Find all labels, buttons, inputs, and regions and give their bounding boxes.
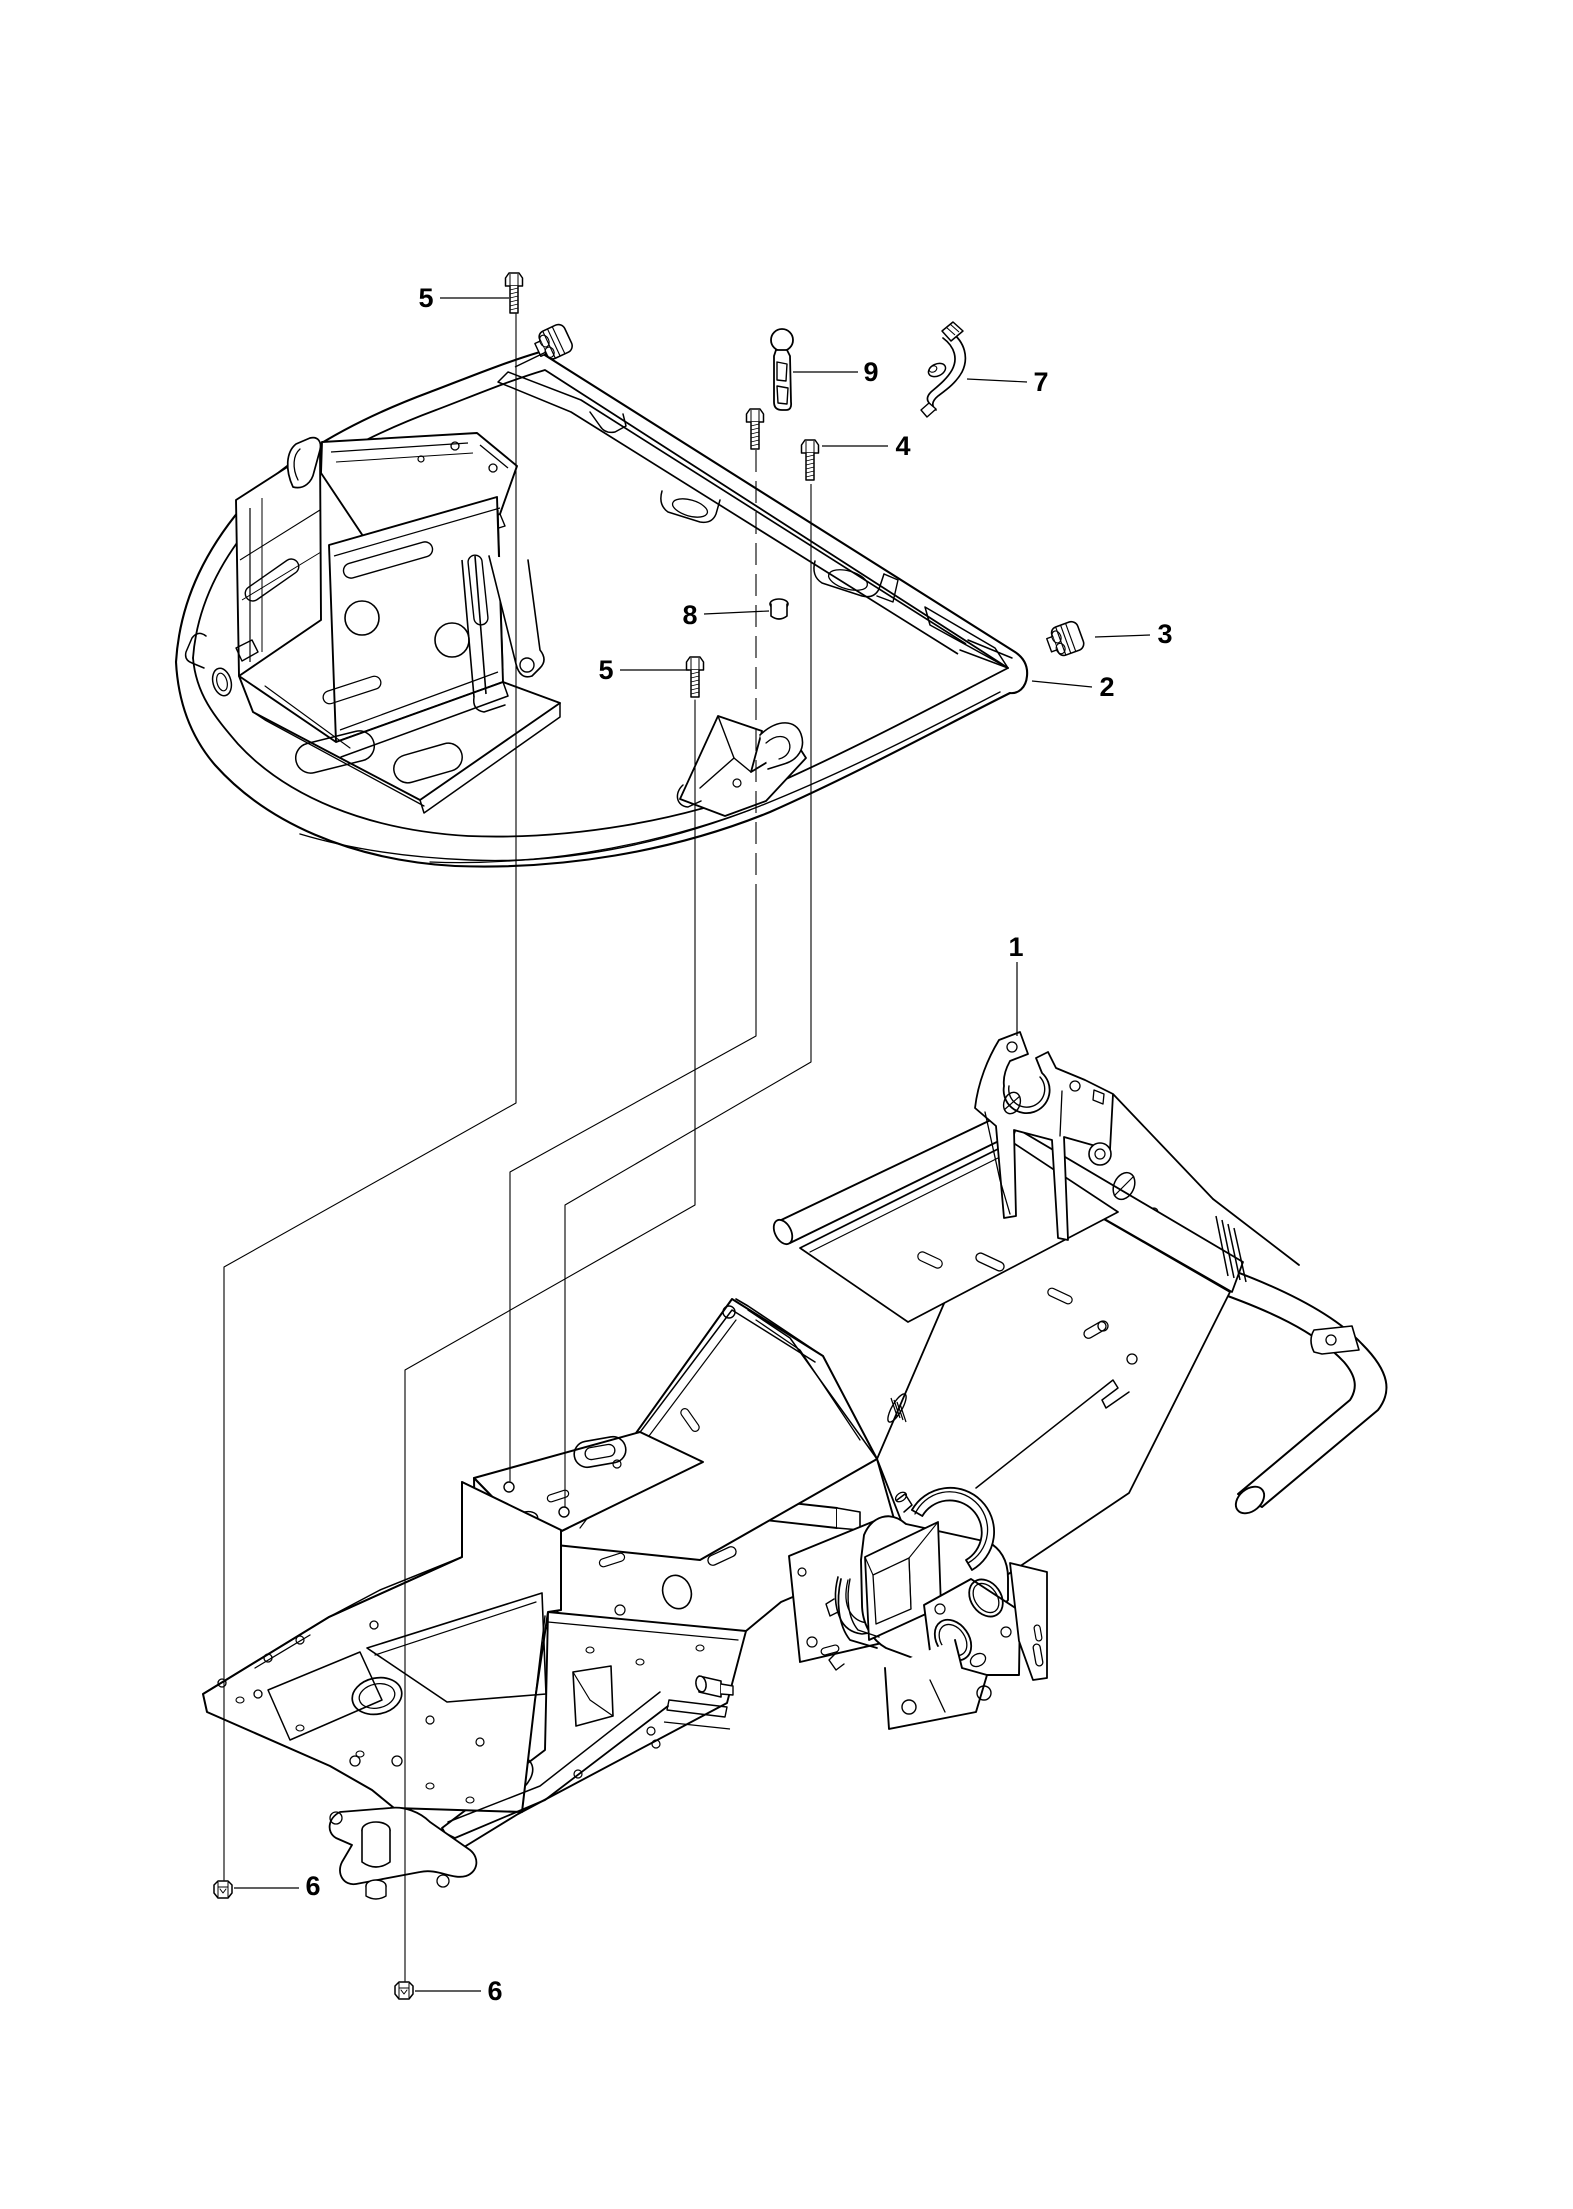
svg-text:9: 9	[863, 357, 878, 387]
svg-text:6: 6	[487, 1976, 502, 2006]
svg-text:6: 6	[305, 1871, 320, 1901]
svg-text:1: 1	[1008, 932, 1023, 962]
svg-text:5: 5	[598, 655, 613, 685]
svg-text:3: 3	[1157, 619, 1172, 649]
svg-text:7: 7	[1033, 367, 1048, 397]
svg-text:8: 8	[682, 600, 697, 630]
svg-text:5: 5	[418, 283, 433, 313]
svg-text:4: 4	[895, 431, 910, 461]
svg-text:2: 2	[1099, 672, 1114, 702]
